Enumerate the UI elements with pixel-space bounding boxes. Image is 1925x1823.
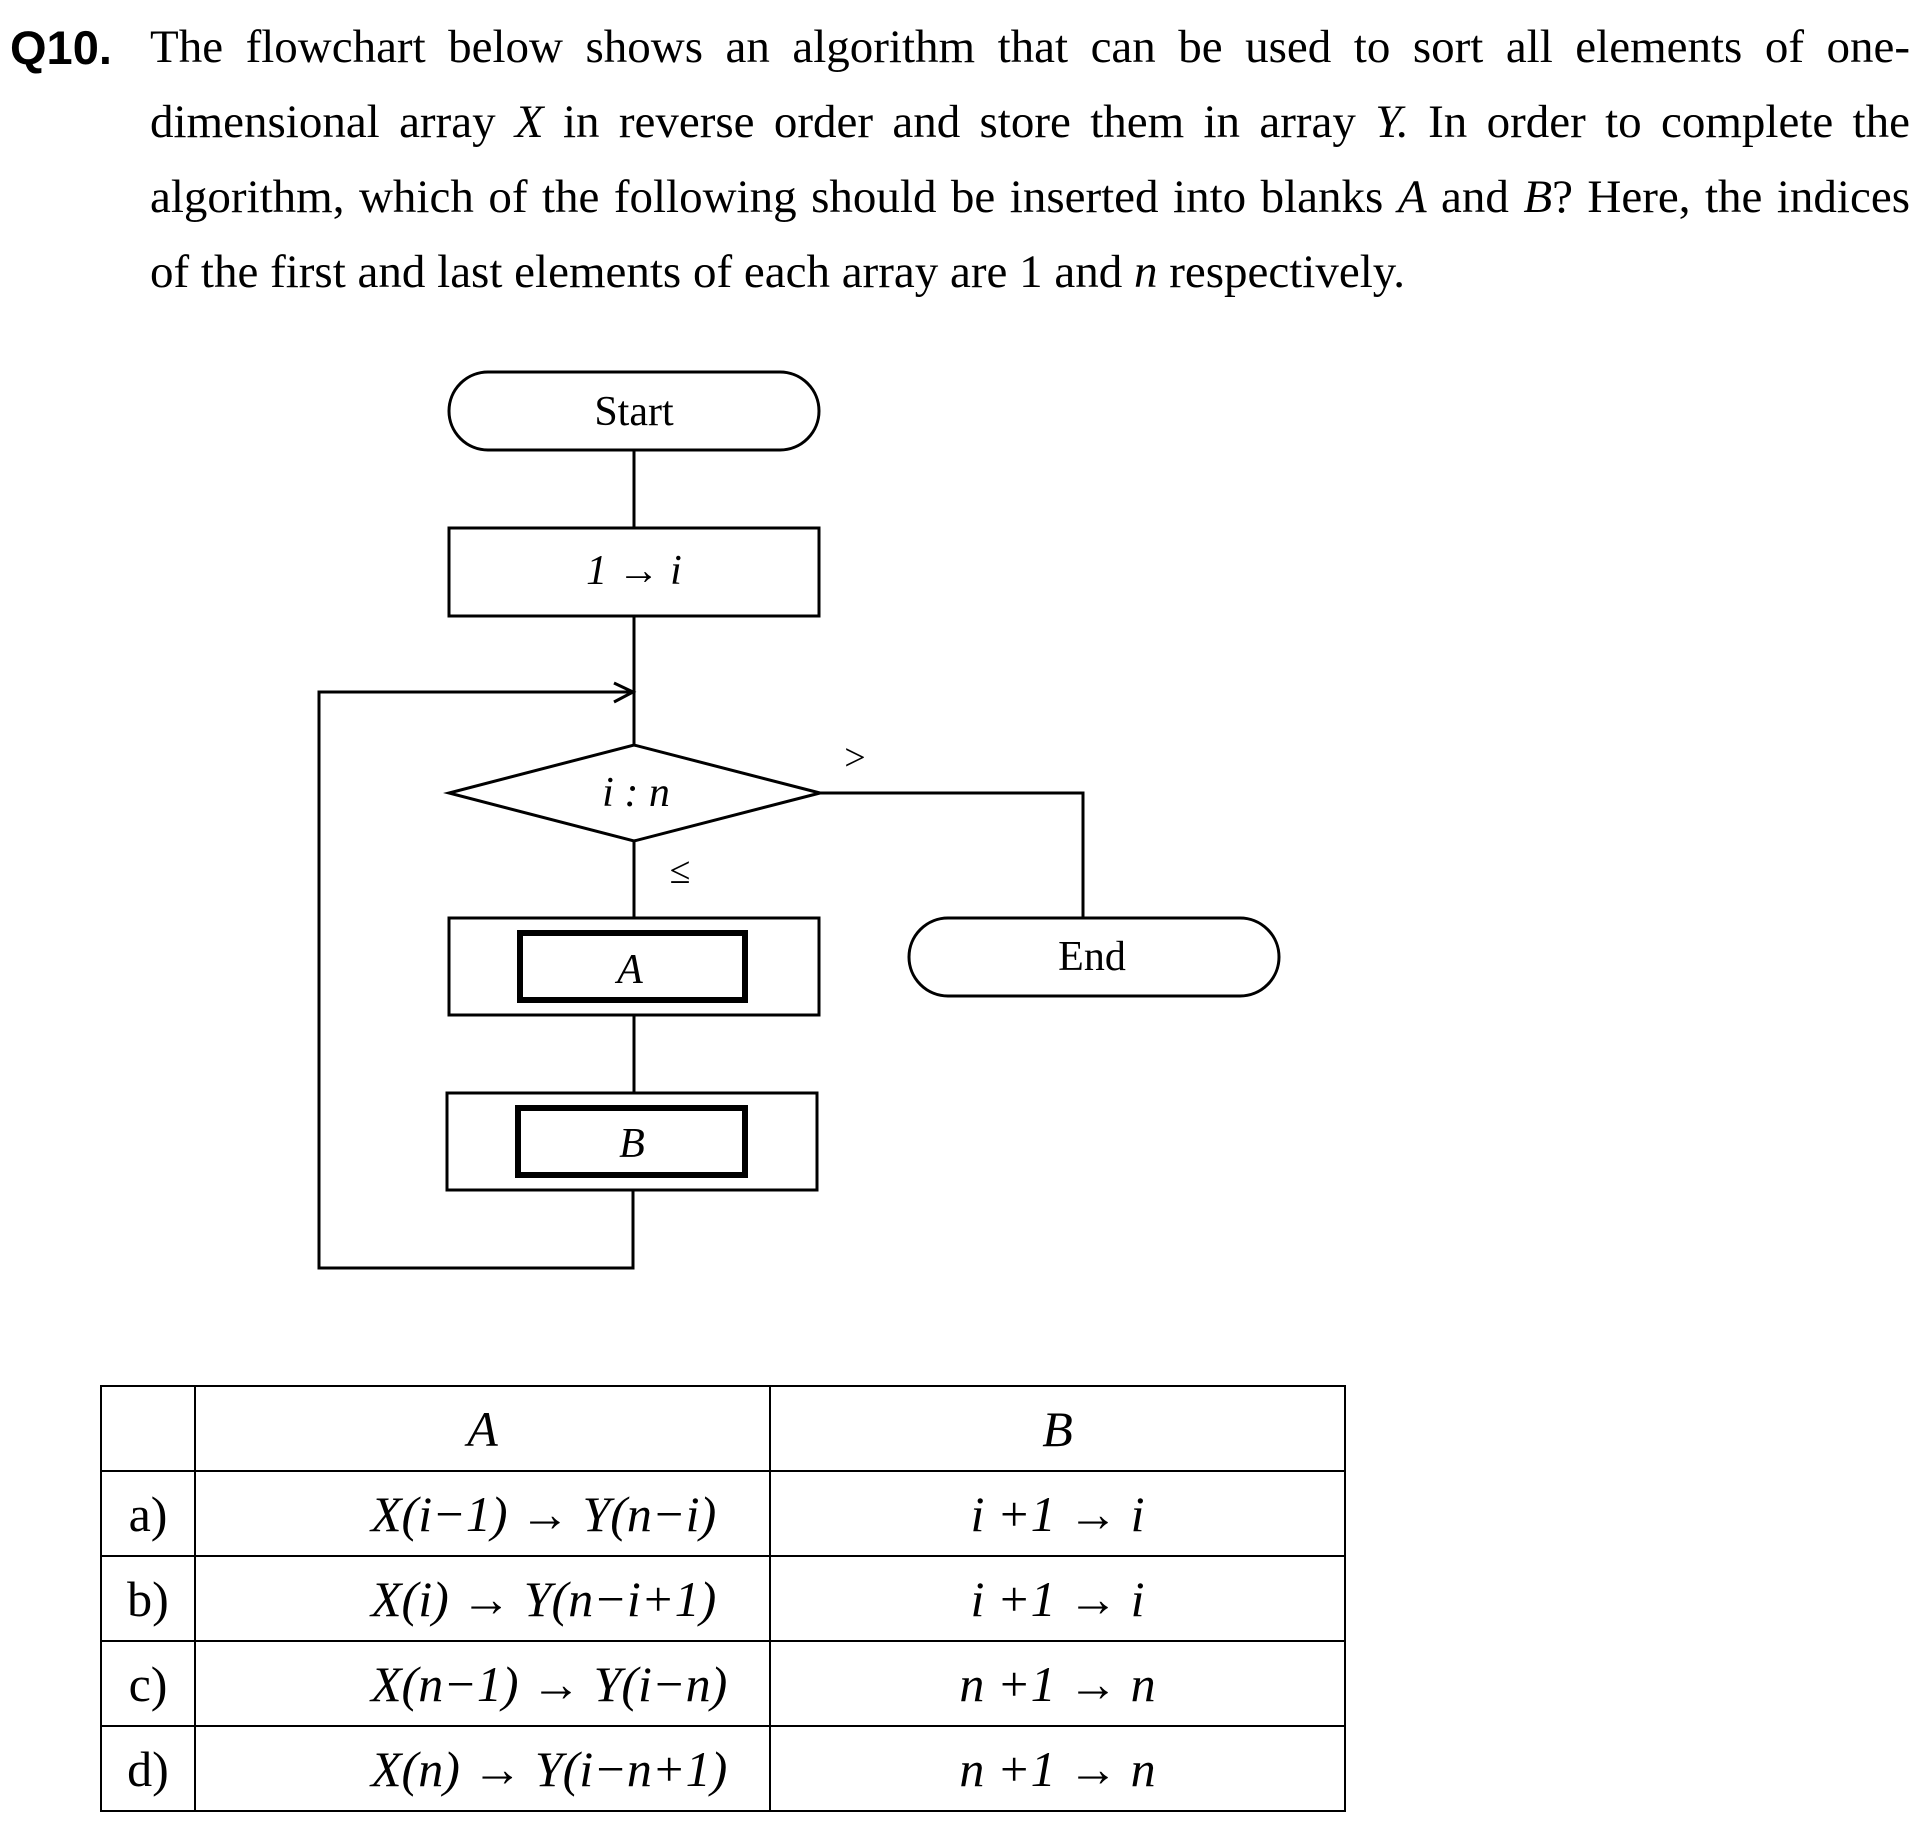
end-terminal <box>907 916 1281 998</box>
answer-table: A B a) X(i−1) → Y(n−i) i +1 → i b) X(i) … <box>100 1385 1346 1812</box>
init-label: 1 → i <box>586 548 682 594</box>
option-label: b) <box>100 1555 196 1642</box>
option-label: c) <box>100 1640 196 1727</box>
option-label: a) <box>100 1470 196 1557</box>
yes-branch-label: ≤ <box>670 850 691 892</box>
var-n: n <box>1133 246 1158 298</box>
question-text-part: In order to complete the algorithm, whic… <box>150 96 1910 223</box>
table-header-row: A B <box>100 1385 1346 1472</box>
table-row: a) X(i−1) → Y(n−i) i +1 → i <box>100 1470 1346 1557</box>
var-a: A <box>1397 171 1427 223</box>
option-label: d) <box>100 1725 196 1812</box>
question-text-part: The flowchart below shows an algorithm t… <box>150 21 1910 148</box>
option-a-value: X(i−1) → Y(n−i) <box>194 1470 771 1557</box>
question-text-part: ? Here, the indices of the first and las… <box>150 171 1910 298</box>
question-text-part: and <box>1426 171 1524 223</box>
option-a-value: X(n−1) → Y(i−n) <box>194 1640 771 1727</box>
blank-a-box <box>517 930 748 1003</box>
flowchart: Start 1 → i i : n ≤ > A B End <box>317 370 1281 1270</box>
blank-b-label: B <box>619 1121 645 1167</box>
option-a-value: X(n) → Y(i−n+1) <box>194 1725 771 1812</box>
question-text-part: respectively. <box>1157 246 1405 298</box>
option-b-value: n +1 → n <box>769 1725 1346 1812</box>
blank-a-label: A <box>614 947 643 993</box>
table-row: b) X(i) → Y(n−i+1) i +1 → i <box>100 1555 1346 1642</box>
question-number: Q10. <box>10 21 112 74</box>
blank-b-box <box>515 1105 748 1178</box>
start-label: Start <box>594 389 674 435</box>
no-branch-label: > <box>844 737 865 779</box>
question-block: Q10. The flowchart below shows an algori… <box>10 10 1910 310</box>
table-header-b: B <box>769 1385 1346 1472</box>
var-x: X <box>514 96 544 148</box>
table-row: c) X(n−1) → Y(i−n) n +1 → n <box>100 1640 1346 1727</box>
option-a-value: X(i) → Y(n−i+1) <box>194 1555 771 1642</box>
var-b: B <box>1523 171 1553 223</box>
question-text-part: in reverse order and store them in array <box>543 96 1376 148</box>
table-row: d) X(n) → Y(i−n+1) n +1 → n <box>100 1725 1346 1812</box>
option-b-value: i +1 → i <box>769 1555 1346 1642</box>
loop-back-line <box>317 690 635 1270</box>
arrowhead <box>613 681 637 704</box>
exit-line <box>820 791 1085 918</box>
table-header-a: A <box>194 1385 771 1472</box>
question-text: The flowchart below shows an algorithm t… <box>150 10 1910 310</box>
option-b-value: n +1 → n <box>769 1640 1346 1727</box>
table-corner-cell <box>100 1385 196 1472</box>
decision-label: i : n <box>602 770 670 816</box>
option-b-value: i +1 → i <box>769 1470 1346 1557</box>
var-y: Y. <box>1375 96 1409 148</box>
end-label: End <box>1058 934 1126 980</box>
